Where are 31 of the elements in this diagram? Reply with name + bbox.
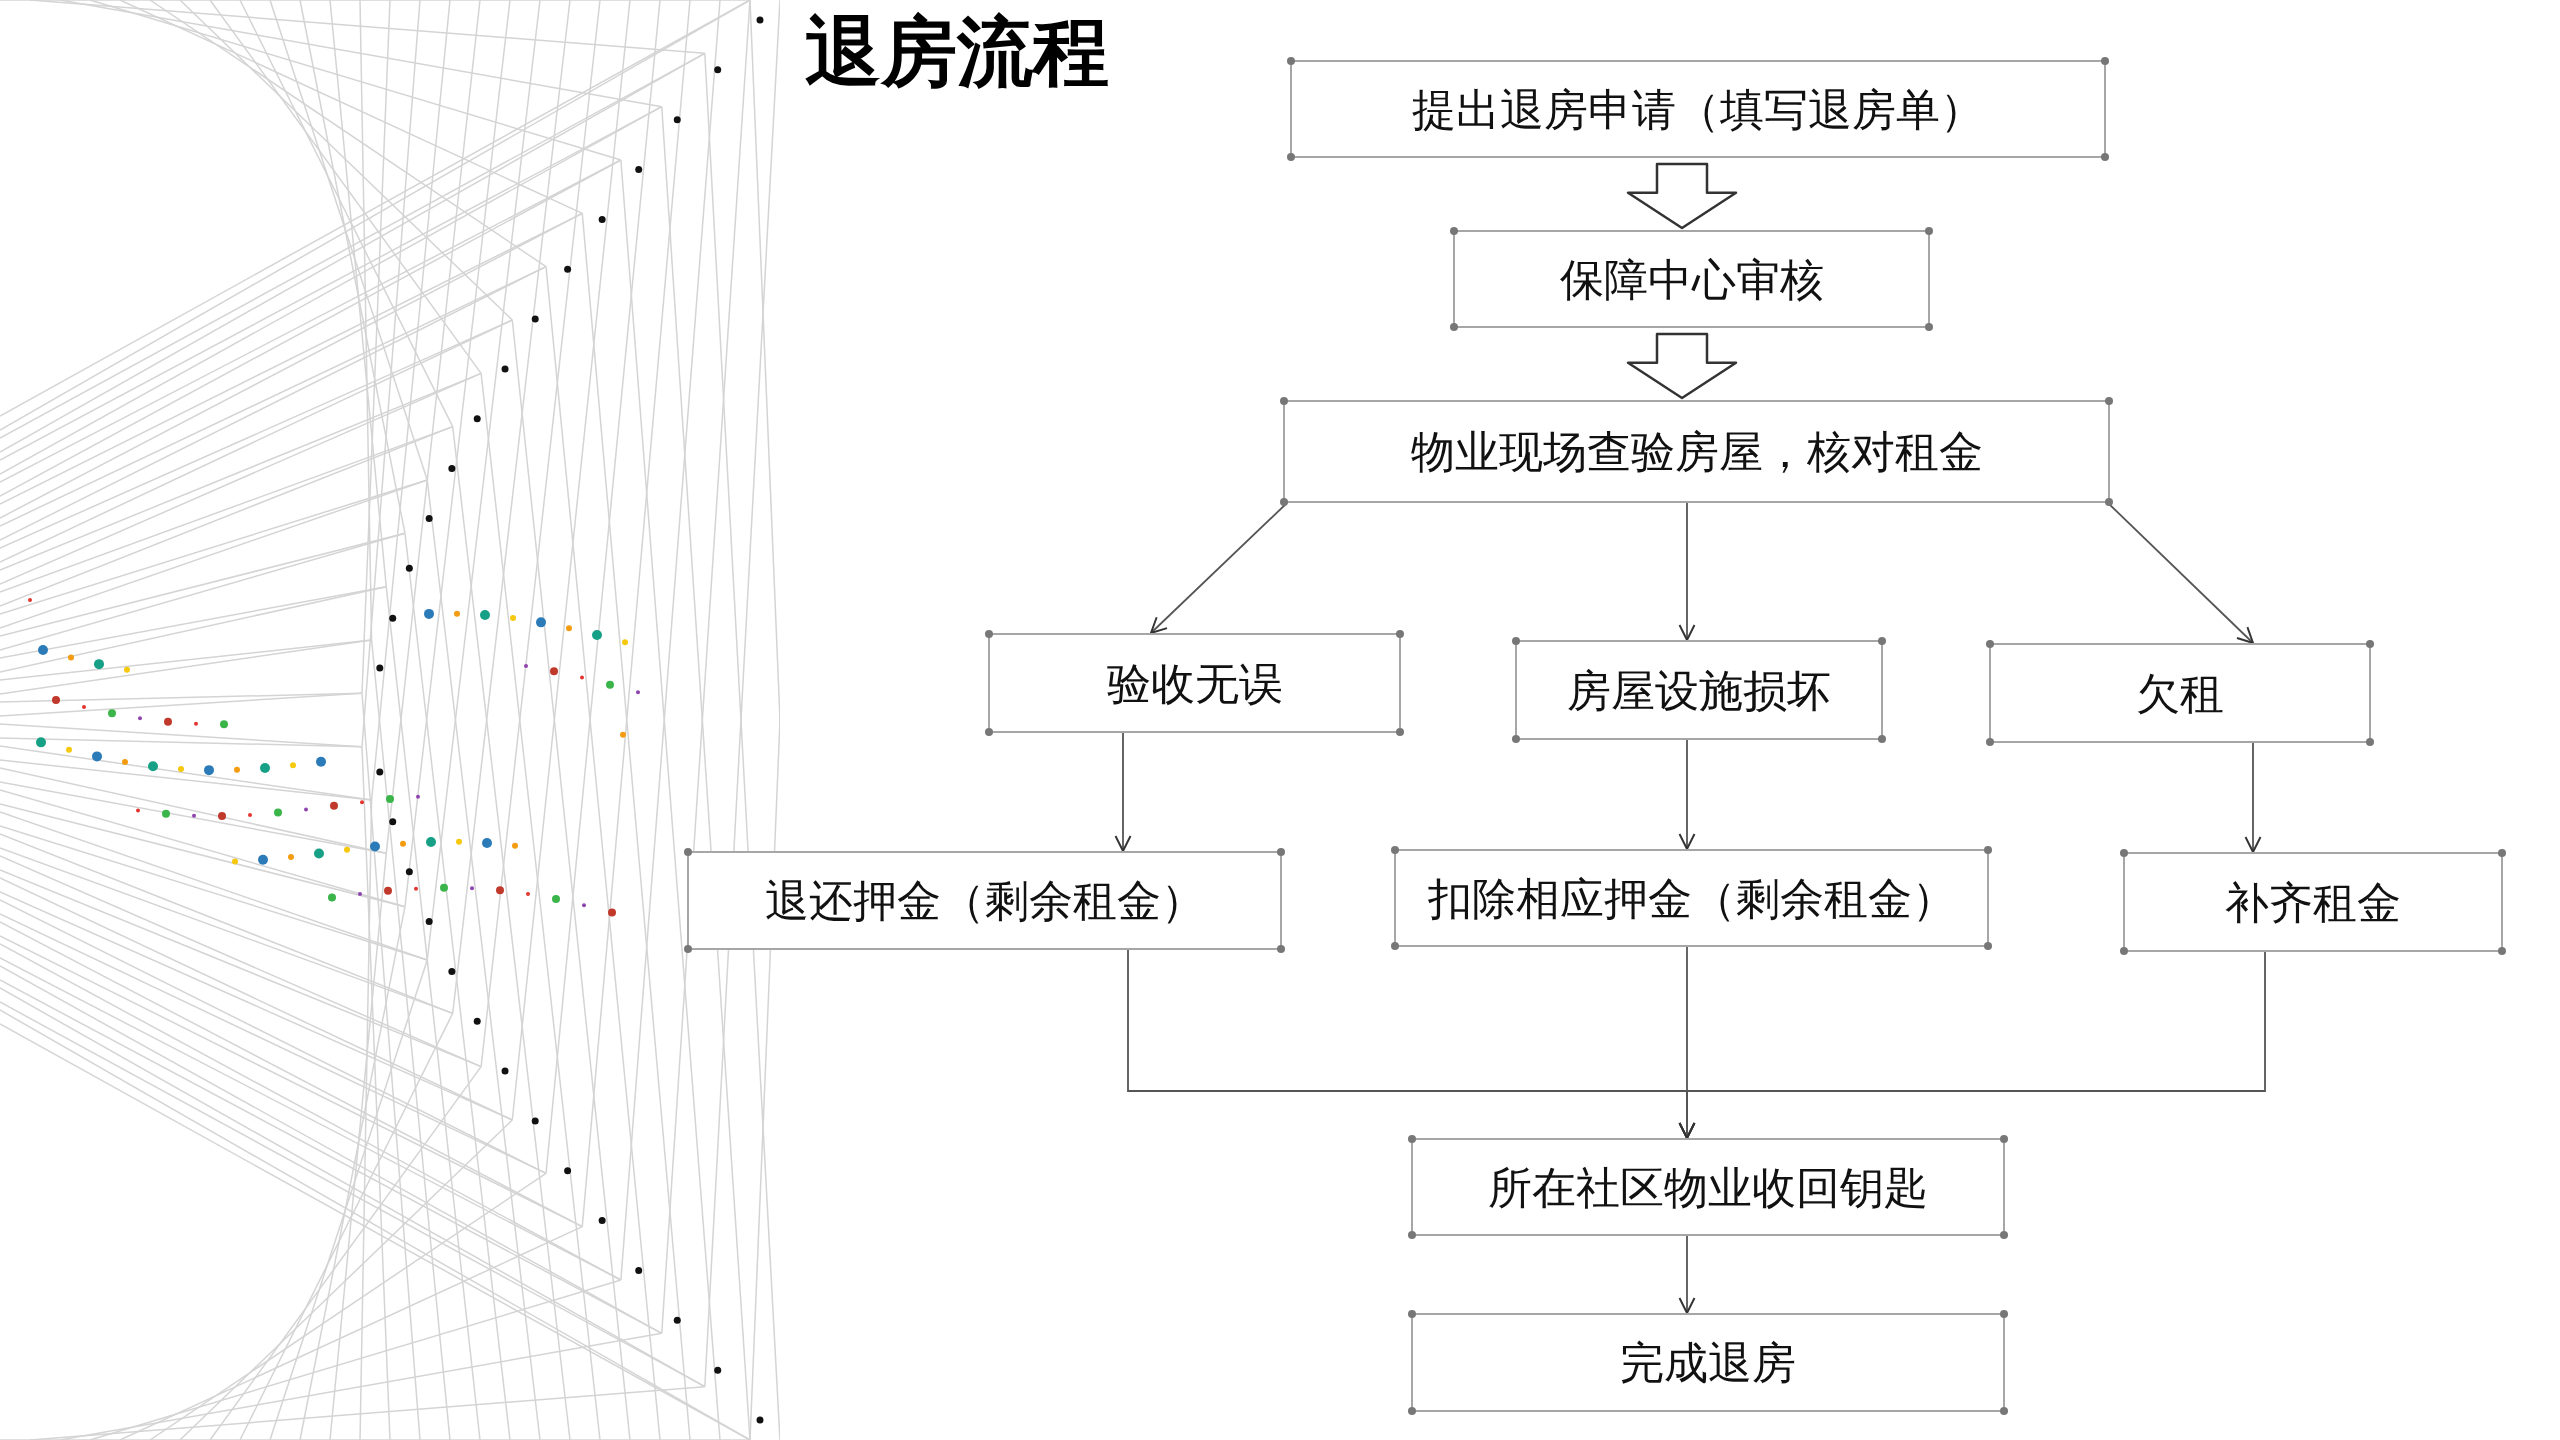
process-box <box>687 851 1282 950</box>
process-box <box>1411 1138 2005 1236</box>
process-box <box>1453 230 1930 328</box>
arrow <box>2244 742 2262 853</box>
box-label: 验收无误 <box>1106 656 1283 711</box>
box-label: 退还押金（剩余租金） <box>764 874 1205 928</box>
block-arrow <box>1626 332 1738 400</box>
process-box <box>988 633 1401 733</box>
process-box <box>1394 849 1989 947</box>
process-box <box>1515 640 1883 740</box>
box-label: 欠租 <box>2136 666 2224 721</box>
block-arrow <box>1626 162 1738 230</box>
box-label: 房屋设施损坏 <box>1567 663 1831 718</box>
box-label: 保障中心审核 <box>1559 252 1824 307</box>
box-label: 物业现场查验房屋，核对租金 <box>1410 425 1983 479</box>
arrow <box>1114 732 1132 852</box>
box-label: 扣除相应押金（剩余租金） <box>1427 871 1956 926</box>
process-box <box>1989 643 2371 743</box>
process-box <box>1283 400 2110 503</box>
box-label: 补齐租金 <box>2225 875 2401 930</box>
arrow <box>1678 951 2266 1139</box>
box-label: 提出退房申请（填写退房单） <box>1412 82 1984 137</box>
arrow <box>1678 739 1696 850</box>
page-title: 退房流程 <box>805 14 1109 90</box>
process-box <box>1290 60 2106 158</box>
arrow <box>1678 502 1696 641</box>
process-box <box>1411 1313 2005 1412</box>
arrow <box>1678 1235 1696 1314</box>
box-label: 完成退房 <box>1620 1336 1796 1390</box>
process-box <box>2123 852 2503 952</box>
box-label: 所在社区物业收回钥匙 <box>1488 1160 1928 1215</box>
